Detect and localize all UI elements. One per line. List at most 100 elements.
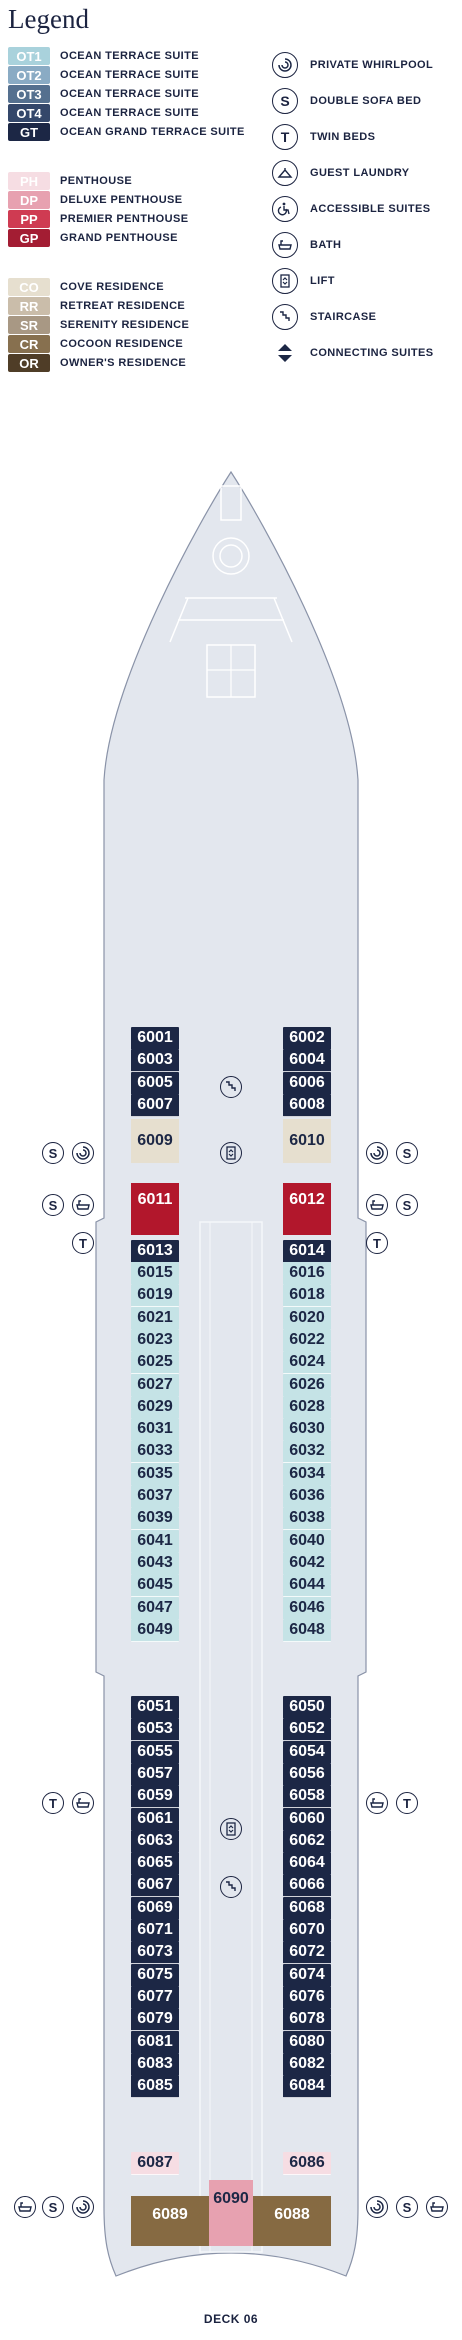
cabin-6029[interactable]: 6029 [131, 1395, 179, 1419]
cabin-6070[interactable]: 6070 [283, 1919, 331, 1942]
cabin-6028[interactable]: 6028 [283, 1395, 331, 1419]
cabin-6077[interactable]: 6077 [131, 1985, 179, 2009]
cabin-6034[interactable]: 6034 [283, 1462, 331, 1486]
cabin-6036[interactable]: 6036 [283, 1485, 331, 1508]
cabin-6014[interactable]: 6014 [283, 1240, 331, 1263]
cabin-6057[interactable]: 6057 [131, 1762, 179, 1786]
cabin-6012[interactable]: 6012 [283, 1183, 331, 1235]
cabin-6027[interactable]: 6027 [131, 1373, 179, 1397]
cabin-6022[interactable]: 6022 [283, 1328, 331, 1352]
cabin-6041[interactable]: 6041 [131, 1529, 179, 1553]
cabin-6082[interactable]: 6082 [283, 2052, 331, 2076]
cabin-6065[interactable]: 6065 [131, 1852, 179, 1876]
cabin-6079[interactable]: 6079 [131, 2008, 179, 2032]
bath-icon [14, 2196, 36, 2218]
cabin-6015[interactable]: 6015 [131, 1262, 179, 1285]
cabin-6009[interactable]: 6009 [131, 1119, 179, 1163]
cabin-6023[interactable]: 6023 [131, 1328, 179, 1352]
cabin-6031[interactable]: 6031 [131, 1418, 179, 1442]
cabin-6073[interactable]: 6073 [131, 1941, 179, 1965]
cabin-6058[interactable]: 6058 [283, 1785, 331, 1809]
cabin-6011[interactable]: 6011 [131, 1183, 179, 1235]
cabin-6024[interactable]: 6024 [283, 1351, 331, 1375]
cabin-6006[interactable]: 6006 [283, 1071, 331, 1095]
cabin-6064[interactable]: 6064 [283, 1852, 331, 1876]
cabin-6068[interactable]: 6068 [283, 1896, 331, 1920]
cabin-6020[interactable]: 6020 [283, 1306, 331, 1330]
cabin-6074[interactable]: 6074 [283, 1963, 331, 1987]
cabin-6059[interactable]: 6059 [131, 1785, 179, 1809]
cabin-6005[interactable]: 6005 [131, 1071, 179, 1095]
cabin-6055[interactable]: 6055 [131, 1740, 179, 1764]
cabin-6043[interactable]: 6043 [131, 1551, 179, 1575]
cabin-6061[interactable]: 6061 [131, 1807, 179, 1831]
cabin-6053[interactable]: 6053 [131, 1718, 179, 1742]
cabin-6038[interactable]: 6038 [283, 1507, 331, 1531]
cabin-6013[interactable]: 6013 [131, 1240, 179, 1263]
cabin-6003[interactable]: 6003 [131, 1049, 179, 1073]
cabin-6035[interactable]: 6035 [131, 1462, 179, 1486]
cabin-6044[interactable]: 6044 [283, 1574, 331, 1598]
cabin-6030[interactable]: 6030 [283, 1418, 331, 1442]
cabin-6049[interactable]: 6049 [131, 1618, 179, 1642]
cabin-6085[interactable]: 6085 [131, 2075, 179, 2099]
cabin-6052[interactable]: 6052 [283, 1718, 331, 1742]
cabin-6016[interactable]: 6016 [283, 1262, 331, 1285]
cabin-6069[interactable]: 6069 [131, 1896, 179, 1920]
cabin-6087[interactable]: 6087 [131, 2152, 179, 2175]
cabin-6007[interactable]: 6007 [131, 1093, 179, 1117]
cabin-6081[interactable]: 6081 [131, 2030, 179, 2054]
twin-beds-icon: T [396, 1792, 418, 1814]
cabin-6048[interactable]: 6048 [283, 1618, 331, 1642]
cabin-6004[interactable]: 6004 [283, 1049, 331, 1073]
cabin-6078[interactable]: 6078 [283, 2008, 331, 2032]
cabin-6080[interactable]: 6080 [283, 2030, 331, 2054]
cabin-6018[interactable]: 6018 [283, 1284, 331, 1308]
cabin-6071[interactable]: 6071 [131, 1919, 179, 1942]
cabin-6086[interactable]: 6086 [283, 2152, 331, 2175]
cabin-6089[interactable]: 6089 [131, 2196, 209, 2246]
legend-badge: SR [8, 316, 50, 334]
cabin-6010[interactable]: 6010 [283, 1119, 331, 1163]
cabin-6042[interactable]: 6042 [283, 1551, 331, 1575]
cabin-6075[interactable]: 6075 [131, 1963, 179, 1987]
cabin-6025[interactable]: 6025 [131, 1351, 179, 1375]
cabin-6066[interactable]: 6066 [283, 1874, 331, 1898]
cabin-6026[interactable]: 6026 [283, 1373, 331, 1397]
whirlpool-icon [366, 1142, 388, 1164]
cabin-6056[interactable]: 6056 [283, 1762, 331, 1786]
legend-icon-label: DOUBLE SOFA BED [310, 95, 422, 107]
cabin-6047[interactable]: 6047 [131, 1596, 179, 1620]
cabin-6021[interactable]: 6021 [131, 1306, 179, 1330]
cabin-6062[interactable]: 6062 [283, 1829, 331, 1853]
cabin-6088[interactable]: 6088 [253, 2196, 331, 2246]
cabin-6045[interactable]: 6045 [131, 1574, 179, 1598]
cabin-6008[interactable]: 6008 [283, 1093, 331, 1117]
cabin-6046[interactable]: 6046 [283, 1596, 331, 1620]
cabin-6001[interactable]: 6001 [131, 1027, 179, 1050]
cabin-6040[interactable]: 6040 [283, 1529, 331, 1553]
cabin-6076[interactable]: 6076 [283, 1985, 331, 2009]
cabin-6072[interactable]: 6072 [283, 1941, 331, 1965]
cabin-6084[interactable]: 6084 [283, 2075, 331, 2099]
cabin-6090[interactable]: 6090 [209, 2180, 253, 2246]
staircase-icon [272, 304, 298, 330]
cabin-6002[interactable]: 6002 [283, 1027, 331, 1050]
bath-icon [72, 1792, 94, 1814]
cabin-6037[interactable]: 6037 [131, 1485, 179, 1508]
cabin-6063[interactable]: 6063 [131, 1829, 179, 1853]
cabin-6083[interactable]: 6083 [131, 2052, 179, 2076]
cabin-6060[interactable]: 6060 [283, 1807, 331, 1831]
cabin-6039[interactable]: 6039 [131, 1507, 179, 1531]
cabin-6054[interactable]: 6054 [283, 1740, 331, 1764]
legend-badge: CR [8, 335, 50, 353]
cabin-6032[interactable]: 6032 [283, 1440, 331, 1464]
cabin-6067[interactable]: 6067 [131, 1874, 179, 1898]
cabin-6050[interactable]: 6050 [283, 1696, 331, 1719]
cabin-6051[interactable]: 6051 [131, 1696, 179, 1719]
cabin-6033[interactable]: 6033 [131, 1440, 179, 1464]
corridor [199, 1221, 263, 2253]
cabin-6019[interactable]: 6019 [131, 1284, 179, 1308]
